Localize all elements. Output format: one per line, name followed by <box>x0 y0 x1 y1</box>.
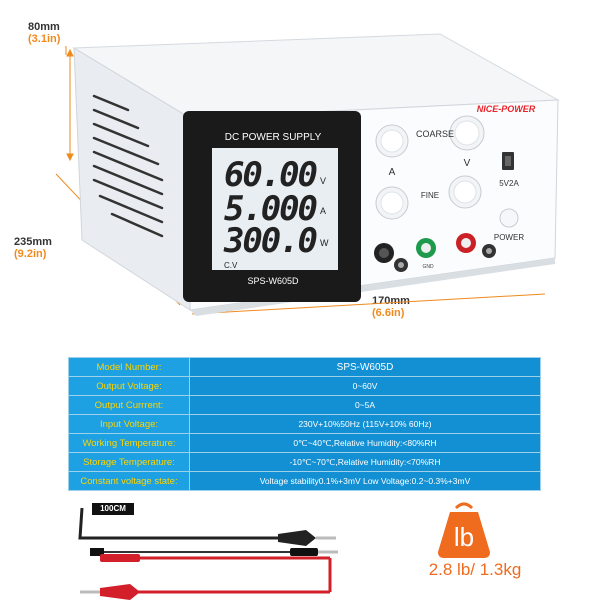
cable-length-label: 100CM <box>92 503 134 515</box>
height-dimension: 80mm (3.1in) <box>28 21 60 45</box>
table-row: Output Currrent: 0~5A <box>68 395 541 415</box>
width-dimension: 170mm (6.6in) <box>372 295 410 319</box>
gnd-label: GND <box>422 264 434 270</box>
knob-a-label: A <box>389 167 396 178</box>
spec-key: Model Number: <box>68 357 190 377</box>
spec-value: 0~5A <box>189 395 541 415</box>
height-in: (3.1in) <box>28 33 61 45</box>
lcd-mode: C.V <box>224 261 238 270</box>
weight-icon-text: lb <box>454 522 474 552</box>
width-in: (6.6in) <box>372 307 405 319</box>
lcd-title: DC POWER SUPPLY <box>225 132 322 143</box>
table-row: Working Temperature: 0℃~40℃,Relative Hum… <box>68 433 541 453</box>
brand-logo: NICE-POWER <box>477 104 536 114</box>
height-mm: 80mm <box>28 21 60 33</box>
table-row: Storage Temperature: -10℃~70℃,Relative H… <box>68 452 541 472</box>
power-button <box>499 208 519 228</box>
spec-value: 0~60V <box>189 376 541 396</box>
spec-key: Storage Temperature: <box>68 452 190 472</box>
spec-key: Output Currrent: <box>68 395 190 415</box>
spec-key: Input Voltage: <box>68 414 190 434</box>
lcd-power-unit: W <box>320 238 329 248</box>
test-leads-illustration <box>78 507 338 600</box>
spec-value: Voltage stability0.1%+3mV Low Voltage:0.… <box>189 471 541 491</box>
spec-value: SPS-W605D <box>189 357 541 377</box>
side-vents <box>92 94 164 238</box>
knob-v-label: V <box>464 158 471 169</box>
knobs <box>375 115 485 220</box>
spec-key: Constant voltage state: <box>68 471 190 491</box>
table-row: Input Voltage: 230V+10%50Hz (115V+10% 60… <box>68 414 541 434</box>
usb-label: 5V2A <box>499 179 519 188</box>
coarse-label: COARSE <box>416 129 454 139</box>
spec-key: Working Temperature: <box>68 433 190 453</box>
spec-key: Output Voltage: <box>68 376 190 396</box>
depth-mm: 235mm <box>14 236 52 248</box>
spec-value: 0℃~40℃,Relative Humidity:<80%RH <box>189 433 541 453</box>
lcd-model: SPS-W605D <box>247 276 299 286</box>
depth-dimension: 235mm (9.2in) <box>14 236 52 260</box>
spec-value: 230V+10%50Hz (115V+10% 60Hz) <box>189 414 541 434</box>
fine-label: FINE <box>421 191 439 200</box>
lcd-screen <box>212 148 338 270</box>
table-row: Model Number: SPS-W605D <box>68 357 541 377</box>
width-mm: 170mm <box>372 295 410 307</box>
weight-text: 2.8 lb/ 1.3kg <box>428 560 522 579</box>
spec-value: -10℃~70℃,Relative Humidity:<70%RH <box>189 452 541 472</box>
lcd-current-unit: A <box>320 206 326 216</box>
weight-icon: lb <box>438 502 490 558</box>
power-label: POWER <box>494 233 524 242</box>
depth-in: (9.2in) <box>14 248 47 260</box>
output-terminals <box>374 233 496 272</box>
lcd-voltage: 60.00 <box>224 155 318 195</box>
table-row: Constant voltage state: Voltage stabilit… <box>68 471 541 491</box>
lcd-current: 5.000 <box>224 189 318 229</box>
table-row: Output Voltage: 0~60V <box>68 376 541 396</box>
lcd-power: 300.0 <box>223 221 318 261</box>
spec-table: Model Number: SPS-W605D Output Voltage: … <box>68 357 541 491</box>
power-supply-illustration: DC POWER SUPPLY 60.00 V 5.000 A 300.0 W … <box>55 33 560 316</box>
lcd-voltage-unit: V <box>320 176 326 186</box>
